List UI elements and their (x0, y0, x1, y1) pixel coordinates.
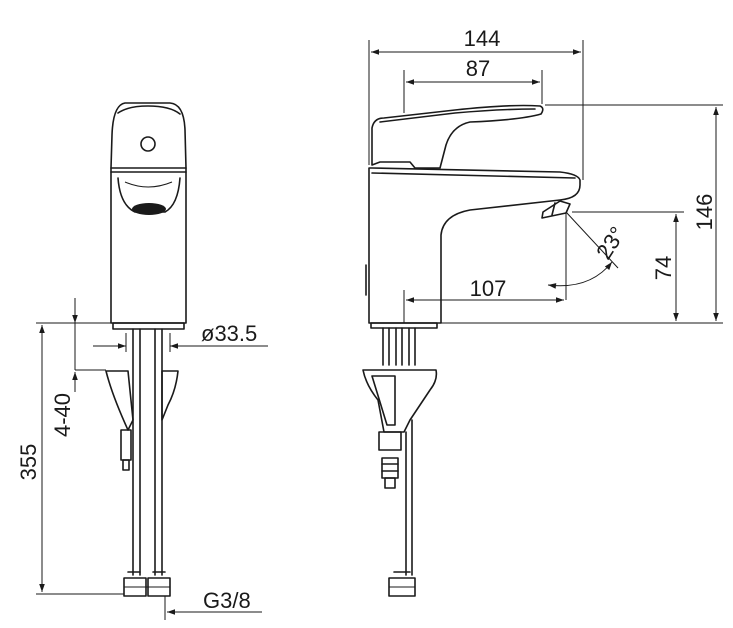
front-dimensions: 355 4-40 ø33.5 G3/8 (16, 298, 268, 620)
side-dimensions: 144 87 146 74 107 23° (368, 26, 723, 324)
dim-spout-angle: 23° (591, 222, 630, 264)
front-mounting-bracket (105, 370, 134, 431)
dim-height-overall: 146 (692, 194, 717, 231)
side-view (362, 104, 581, 597)
side-aerator (541, 200, 571, 219)
dim-connection-thread: G3/8 (203, 588, 251, 613)
front-handle-button (140, 136, 156, 152)
side-handle-lever (371, 104, 544, 169)
dim-body-diameter: ø33.5 (201, 321, 257, 346)
side-mounting-bracket (362, 369, 438, 433)
front-aerator (132, 203, 166, 215)
dim-spout-height: 74 (651, 256, 676, 280)
front-body (110, 167, 187, 324)
dim-hose-length: 355 (16, 444, 41, 481)
dim-angle-arc (547, 261, 613, 289)
front-view (105, 102, 187, 597)
front-base (112, 322, 185, 330)
front-handle-edge (117, 105, 181, 115)
dim-width-overall: 144 (464, 26, 501, 51)
side-base (370, 322, 438, 329)
dim-handle-length: 87 (466, 56, 490, 81)
dim-spout-reach: 107 (470, 276, 507, 301)
dim-deck-thickness: 4-40 (50, 393, 75, 437)
front-handle (110, 102, 187, 169)
side-body (368, 167, 581, 324)
